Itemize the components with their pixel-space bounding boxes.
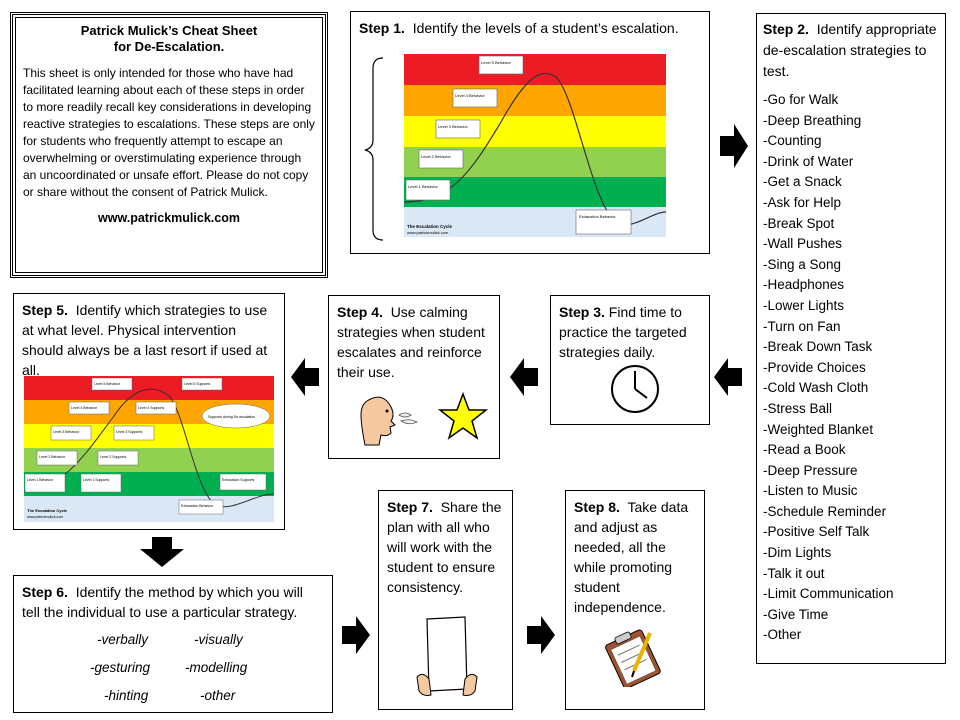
list-item: -Listen to Music [763,483,858,499]
svg-text:Level 4 Supports: Level 4 Supports [138,406,165,410]
list-item: -Other [763,627,802,643]
list-item: -Drink of Water [763,153,854,169]
svg-text:Level 5 Behavior: Level 5 Behavior [94,382,121,386]
list-item: -Counting [763,133,822,149]
exhaustion-label: Exhaustion Behavior [579,214,616,219]
level3-label: Level 3 Behavior [438,124,468,129]
svg-text:Level 1 Supports: Level 1 Supports [83,478,110,482]
level-bracket [364,57,384,241]
supports-cycle-diagram: Level 5 Behavior Level 5 Supports Level … [24,376,275,522]
list-item: -Cold Wash Cloth [763,380,869,396]
breathing-person-icon [360,396,418,446]
list-item: -Dim Lights [763,545,832,561]
clock-icon [611,365,659,413]
list-item: -Provide Choices [763,359,866,375]
svg-text:Supports during De-escalation: Supports during De-escalation [208,415,255,419]
step4-box: Step 4. Use calming strategies when stud… [328,295,500,459]
method-modelling: -modelling [185,660,248,675]
method-gesturing: -gesturing [90,660,151,675]
list-item: -Wall Pushes [763,236,843,252]
arrow-right-icon [720,124,748,168]
list-item: -Limit Communication [763,586,894,602]
clipboard-icon [605,629,661,687]
level1-label: Level 1 Behavior [408,184,438,189]
svg-text:Level 2 Behavior: Level 2 Behavior [39,455,66,459]
star-icon [437,392,489,440]
step7-box: Step 7. Share the plan with all who will… [378,490,513,710]
svg-text:www.patrickmulick.com: www.patrickmulick.com [27,515,63,519]
svg-text:Level 4 Behavior: Level 4 Behavior [71,406,98,410]
list-item: -Ask for Help [763,194,842,210]
intro-body: This sheet is only intended for those wh… [23,66,315,199]
arrow-right-icon [342,616,370,654]
band-level-4 [404,85,666,116]
website-text: www.patrickmulick.com [98,211,240,225]
step1-box: Step 1. Identify the levels of a student… [350,11,710,254]
list-item: -Turn on Fan [763,318,841,334]
step3-box: Step 3. Find time to practice the target… [550,295,710,425]
arrow-left-icon [510,358,538,396]
strategy-list: -Go for Walk -Deep Breathing -Counting -… [757,90,945,646]
list-item: -Weighted Blanket [763,421,874,437]
step2-box: Step 2. Identify appropriate de-escalati… [756,13,946,664]
list-item: -Deep Breathing [763,112,862,128]
level2-label: Level 2 Behavior [421,154,451,159]
escalation-curve [24,388,275,508]
arrow-left-icon [291,358,319,396]
step8-box: Step 8. Take data and adjust as needed, … [565,490,705,710]
list-item: -Talk it out [763,565,825,581]
band-baseline [24,496,274,522]
list-item: -Sing a Song [763,256,842,272]
intro-box: Patrick Mulick’s Cheat Sheet for De-Esca… [10,12,328,278]
step5-box: Step 5. Identify which strategies to use… [13,293,285,530]
arrow-down-icon [140,537,184,567]
method-visually: -visually [194,632,243,647]
list-item: -Stress Ball [763,400,833,416]
svg-text:Level 1 Behavior: Level 1 Behavior [27,478,54,482]
list-item: -Break Down Task [763,339,873,355]
list-item: -Read a Book [763,442,846,458]
method-hinting: -hinting [104,688,149,703]
list-item: -Headphones [763,277,845,293]
list-item: -Lower Lights [763,297,845,313]
list-item: -Get a Snack [763,174,842,190]
method-other: -other [200,688,236,703]
list-item: -Give Time [763,606,829,622]
level5-label: Level 5 Behavior [481,60,511,65]
cycle-title: The Escalation Cycle [407,224,453,229]
svg-text:Level 3 Behavior: Level 3 Behavior [53,430,80,434]
list-item: -Deep Pressure [763,462,858,478]
method-verbally: -verbally [97,632,149,647]
level4-label: Level 4 Behavior [455,93,485,98]
cycle-url: www.patrickmulick.com [407,230,449,235]
paper-document-icon [416,616,478,696]
list-item: -Positive Self Talk [763,524,870,540]
svg-text:Exhaustion Behavior: Exhaustion Behavior [181,504,214,508]
list-item: -Schedule Reminder [763,503,887,519]
svg-text:The Escalation Cycle: The Escalation Cycle [27,508,68,513]
svg-text:Level 3 Supports: Level 3 Supports [116,430,143,434]
arrow-left-icon [714,358,742,396]
svg-text:Exhaustion Supports: Exhaustion Supports [222,478,255,482]
svg-text:Level 2 Supports: Level 2 Supports [100,455,127,459]
band-level-5 [404,54,666,85]
step6-box: Step 6. Identify the method by which you… [13,575,333,713]
svg-text:Level 5 Supports: Level 5 Supports [184,382,211,386]
intro-title: Patrick Mulick’s Cheat Sheet for De-Esca… [80,23,258,54]
band-level-5 [24,376,274,400]
escalation-cycle-diagram: Level 5 Behavior Level 4 Behavior Level … [364,54,667,241]
list-item: -Break Spot [763,215,835,231]
list-item: -Go for Walk [763,92,839,107]
arrow-right-icon [527,616,555,654]
